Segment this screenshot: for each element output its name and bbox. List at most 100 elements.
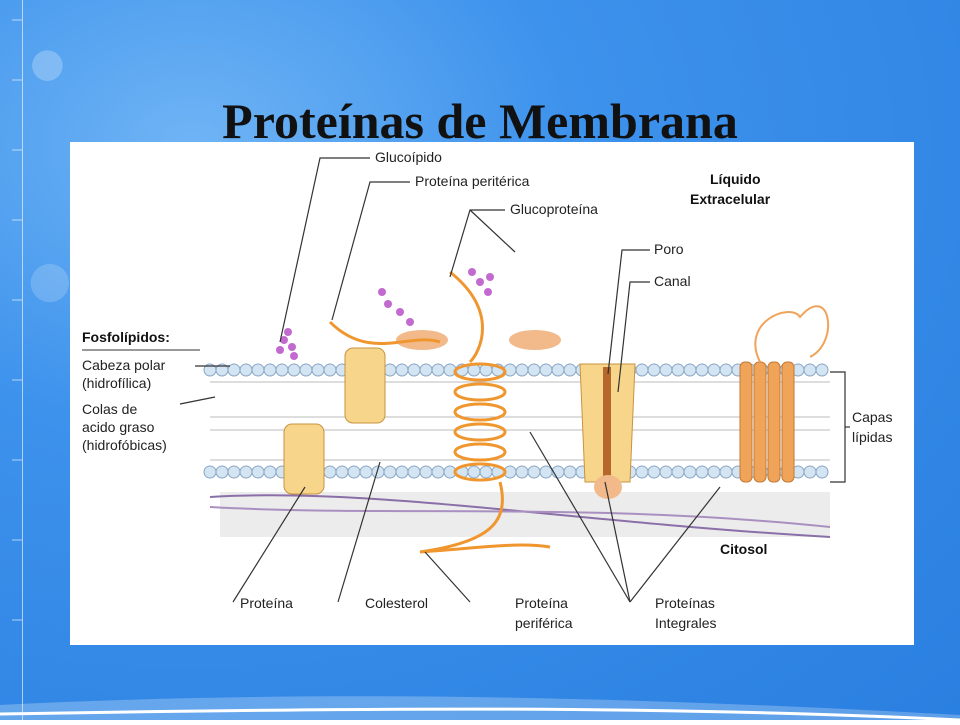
peripheral-protein-chain <box>328 320 441 345</box>
phospholipid-head <box>659 363 673 377</box>
phospholipid-head <box>215 465 229 479</box>
cytoskeleton-fiber <box>209 494 831 538</box>
label-prot-integrales-1: Proteínas <box>655 595 715 611</box>
phospholipid-head <box>539 363 553 377</box>
phospholipid-head <box>299 363 313 377</box>
phospholipid-head <box>263 465 277 479</box>
ruler-decoration <box>8 0 23 720</box>
page-title: Proteínas de Membrana <box>222 92 738 149</box>
protein-lower <box>283 423 325 495</box>
label-prot-periferica-1: Proteína <box>515 595 568 611</box>
phospholipid-head <box>551 363 565 377</box>
label-prot-integrales-2: Integrales <box>655 615 716 631</box>
label-colesterol: Colesterol <box>365 595 428 611</box>
phospholipid-head <box>407 465 421 479</box>
label-capas-1: Capas <box>852 409 892 425</box>
phospholipid-head <box>335 465 349 479</box>
pore <box>603 367 611 477</box>
phospholipid-head <box>407 363 421 377</box>
phospholipid-head <box>635 363 649 377</box>
label-colas-3: (hidrofóbicas) <box>82 437 167 453</box>
phospholipid-head <box>707 363 721 377</box>
cytoskeleton-fiber <box>209 506 831 528</box>
phospholipid-head <box>683 363 697 377</box>
phospholipid-head <box>311 363 325 377</box>
label-canal: Canal <box>654 273 691 289</box>
phospholipid-head <box>695 465 709 479</box>
label-citosol: Citosol <box>720 541 767 557</box>
label-glucolipido: Glucoípido <box>375 149 442 165</box>
label-glucoproteina: Glucoproteína <box>510 201 598 217</box>
phospholipid-head <box>227 465 241 479</box>
channel-base <box>594 475 622 499</box>
phospholipid-head <box>803 363 817 377</box>
label-cabeza-2: (hidrofílica) <box>82 375 151 391</box>
phospholipid-head <box>251 363 265 377</box>
phospholipid-head <box>419 363 433 377</box>
phospholipid-head <box>683 465 697 479</box>
label-capas-2: lípidas <box>852 429 892 445</box>
phospholipid-head <box>719 363 733 377</box>
phospholipid-head <box>431 363 445 377</box>
phospholipid-head <box>239 465 253 479</box>
phospholipid-head <box>647 465 661 479</box>
phospholipid-head <box>695 363 709 377</box>
phospholipid-head <box>287 363 301 377</box>
phospholipid-head <box>671 363 685 377</box>
helical-protein <box>419 270 551 554</box>
phospholipid-head <box>431 465 445 479</box>
phospholipid-head <box>359 465 373 479</box>
phospholipid-head <box>395 465 409 479</box>
phospholipid-head <box>251 465 265 479</box>
bubble-decoration: ● <box>28 250 72 308</box>
bubble-decoration: ● <box>30 40 65 86</box>
phospholipid-head <box>323 465 337 479</box>
phospholipid-head <box>383 465 397 479</box>
label-liquido-1: Líquido <box>710 171 761 187</box>
label-proteina-periterica: Proteína peritérica <box>415 173 530 189</box>
phospholipid-head <box>383 363 397 377</box>
label-prot-periferica-2: periférica <box>515 615 573 631</box>
phospholipid-head <box>815 465 829 479</box>
label-colas-2: acido graso <box>82 419 155 435</box>
phospholipid-head <box>539 465 553 479</box>
peripheral-protein-top <box>344 347 386 424</box>
phospholipid-head <box>563 363 577 377</box>
ruler-ticks <box>12 19 22 621</box>
glycolipid-sugar <box>276 328 298 360</box>
phospholipid-head <box>395 363 409 377</box>
phospholipid-heads-top <box>203 363 829 377</box>
phospholipid-head <box>671 465 685 479</box>
membrane-diagram: Glucoípido Proteína peritérica Glucoprot… <box>70 142 914 645</box>
phospholipid-head <box>527 363 541 377</box>
multi-helix-loop <box>754 305 830 363</box>
phospholipid-head <box>563 465 577 479</box>
phospholipid-head <box>347 465 361 479</box>
label-poro: Poro <box>654 241 684 257</box>
phospholipid-head <box>719 465 733 479</box>
leader-lines <box>179 157 850 603</box>
phospholipid-head <box>203 465 217 479</box>
phospholipid-head <box>323 363 337 377</box>
phospholipid-head <box>815 363 829 377</box>
phospholipid-head <box>515 465 529 479</box>
label-liquido-2: Extracelular <box>690 191 771 207</box>
phospholipid-head <box>275 363 289 377</box>
label-cabeza-1: Cabeza polar <box>82 357 166 373</box>
phospholipid-head <box>803 465 817 479</box>
phospholipid-head <box>419 465 433 479</box>
label-colas-1: Colas de <box>82 401 137 417</box>
peripheral-protein-blob <box>509 330 561 350</box>
phospholipid-head <box>239 363 253 377</box>
bottom-wave-decoration <box>0 696 960 720</box>
phospholipid-head <box>527 465 541 479</box>
phospholipid-head <box>263 363 277 377</box>
phospholipid-head <box>659 465 673 479</box>
phospholipid-head <box>647 363 661 377</box>
membrane-svg: Glucoípido Proteína peritérica Glucoprot… <box>82 149 892 631</box>
phospholipid-head <box>467 465 481 479</box>
phospholipid-head <box>479 465 493 479</box>
glycoprotein-sugar <box>378 268 494 326</box>
label-fosfolipidos: Fosfolípidos: <box>82 329 170 345</box>
phospholipid-head <box>635 465 649 479</box>
